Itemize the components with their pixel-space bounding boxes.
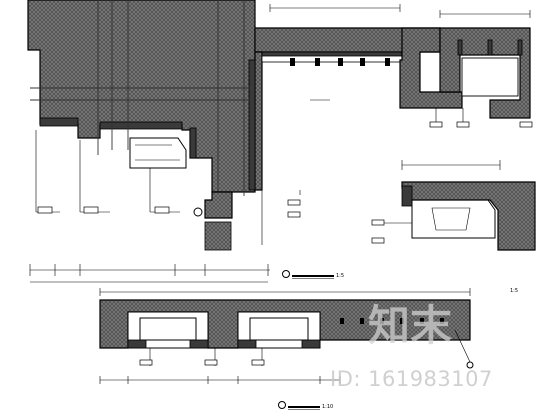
- view-title-bottom: 1:10: [278, 401, 333, 410]
- stone-strip-2: [99, 121, 183, 130]
- view-title-left: 1:5: [282, 270, 344, 279]
- scale-label-1: 1:5: [336, 273, 344, 279]
- beam-drop: [254, 51, 263, 191]
- bottom-stone-4: [301, 339, 321, 349]
- section-marker-2: [466, 361, 474, 369]
- detail-fix-2: [487, 39, 493, 56]
- mid-right-molding: [431, 207, 471, 231]
- watermark: 知末 ID: 161983107: [330, 301, 493, 391]
- mid-right-niche: [411, 199, 496, 239]
- tag-mid-2: [287, 211, 301, 218]
- tag-2: [83, 206, 99, 214]
- watermark-id: ID: 161983107: [330, 367, 493, 391]
- tag-1: [37, 206, 53, 214]
- stone-strip-1: [39, 117, 79, 127]
- scale-label-2: 1:5: [510, 288, 518, 294]
- detail-fix-1: [457, 39, 463, 56]
- bottom-stone-2: [189, 339, 209, 349]
- bottom-fixings: [340, 318, 444, 324]
- mid-right-cap: [401, 185, 413, 207]
- bottom-inner-2: [249, 317, 309, 341]
- tag-b-3: [251, 359, 265, 366]
- ceiling-finish: [261, 51, 403, 57]
- watermark-logo: 知末: [368, 301, 452, 350]
- detail-fix-3: [517, 39, 523, 56]
- detail-view-top-right: [429, 10, 533, 128]
- section-view-bottom: 1:10: [99, 288, 474, 410]
- tag-tr-1: [429, 121, 443, 128]
- detail-opening: [461, 57, 519, 97]
- ceiling-hangers: [290, 58, 390, 66]
- tag-b-2: [204, 359, 218, 366]
- leader-group-left: [35, 130, 203, 217]
- bottom-inner-1: [139, 317, 197, 341]
- bottom-stone-3: [237, 339, 257, 349]
- tag-tr-2: [456, 121, 470, 128]
- bottom-stone-1: [127, 339, 147, 349]
- wall-mass-left: [27, 0, 256, 193]
- callout-leader: [454, 329, 471, 363]
- section-marker-1: [193, 207, 203, 217]
- section-view-left: 1:5: [27, 0, 441, 283]
- tag-3: [154, 206, 170, 214]
- tag-b-1: [139, 359, 153, 366]
- tag-tr-3: [519, 121, 533, 128]
- dimension-left: [29, 264, 270, 283]
- niche-outline: [129, 137, 187, 169]
- base-block: [204, 221, 232, 251]
- niche-detail: [135, 144, 180, 161]
- detail-top-right-mass: [439, 27, 531, 119]
- stone-strip-4: [248, 59, 256, 191]
- leader-group-bottom: [139, 329, 474, 369]
- scale-label-3: 1:10: [322, 404, 333, 410]
- tag-mr-1: [371, 219, 385, 226]
- tag-mr-2: [371, 237, 385, 244]
- detail-view-mid-right: 1:5: [371, 160, 536, 294]
- dimension-bottom: [99, 288, 471, 384]
- foot-block: [204, 191, 233, 219]
- stone-strip-3: [189, 127, 197, 159]
- tag-mid-1: [287, 199, 301, 206]
